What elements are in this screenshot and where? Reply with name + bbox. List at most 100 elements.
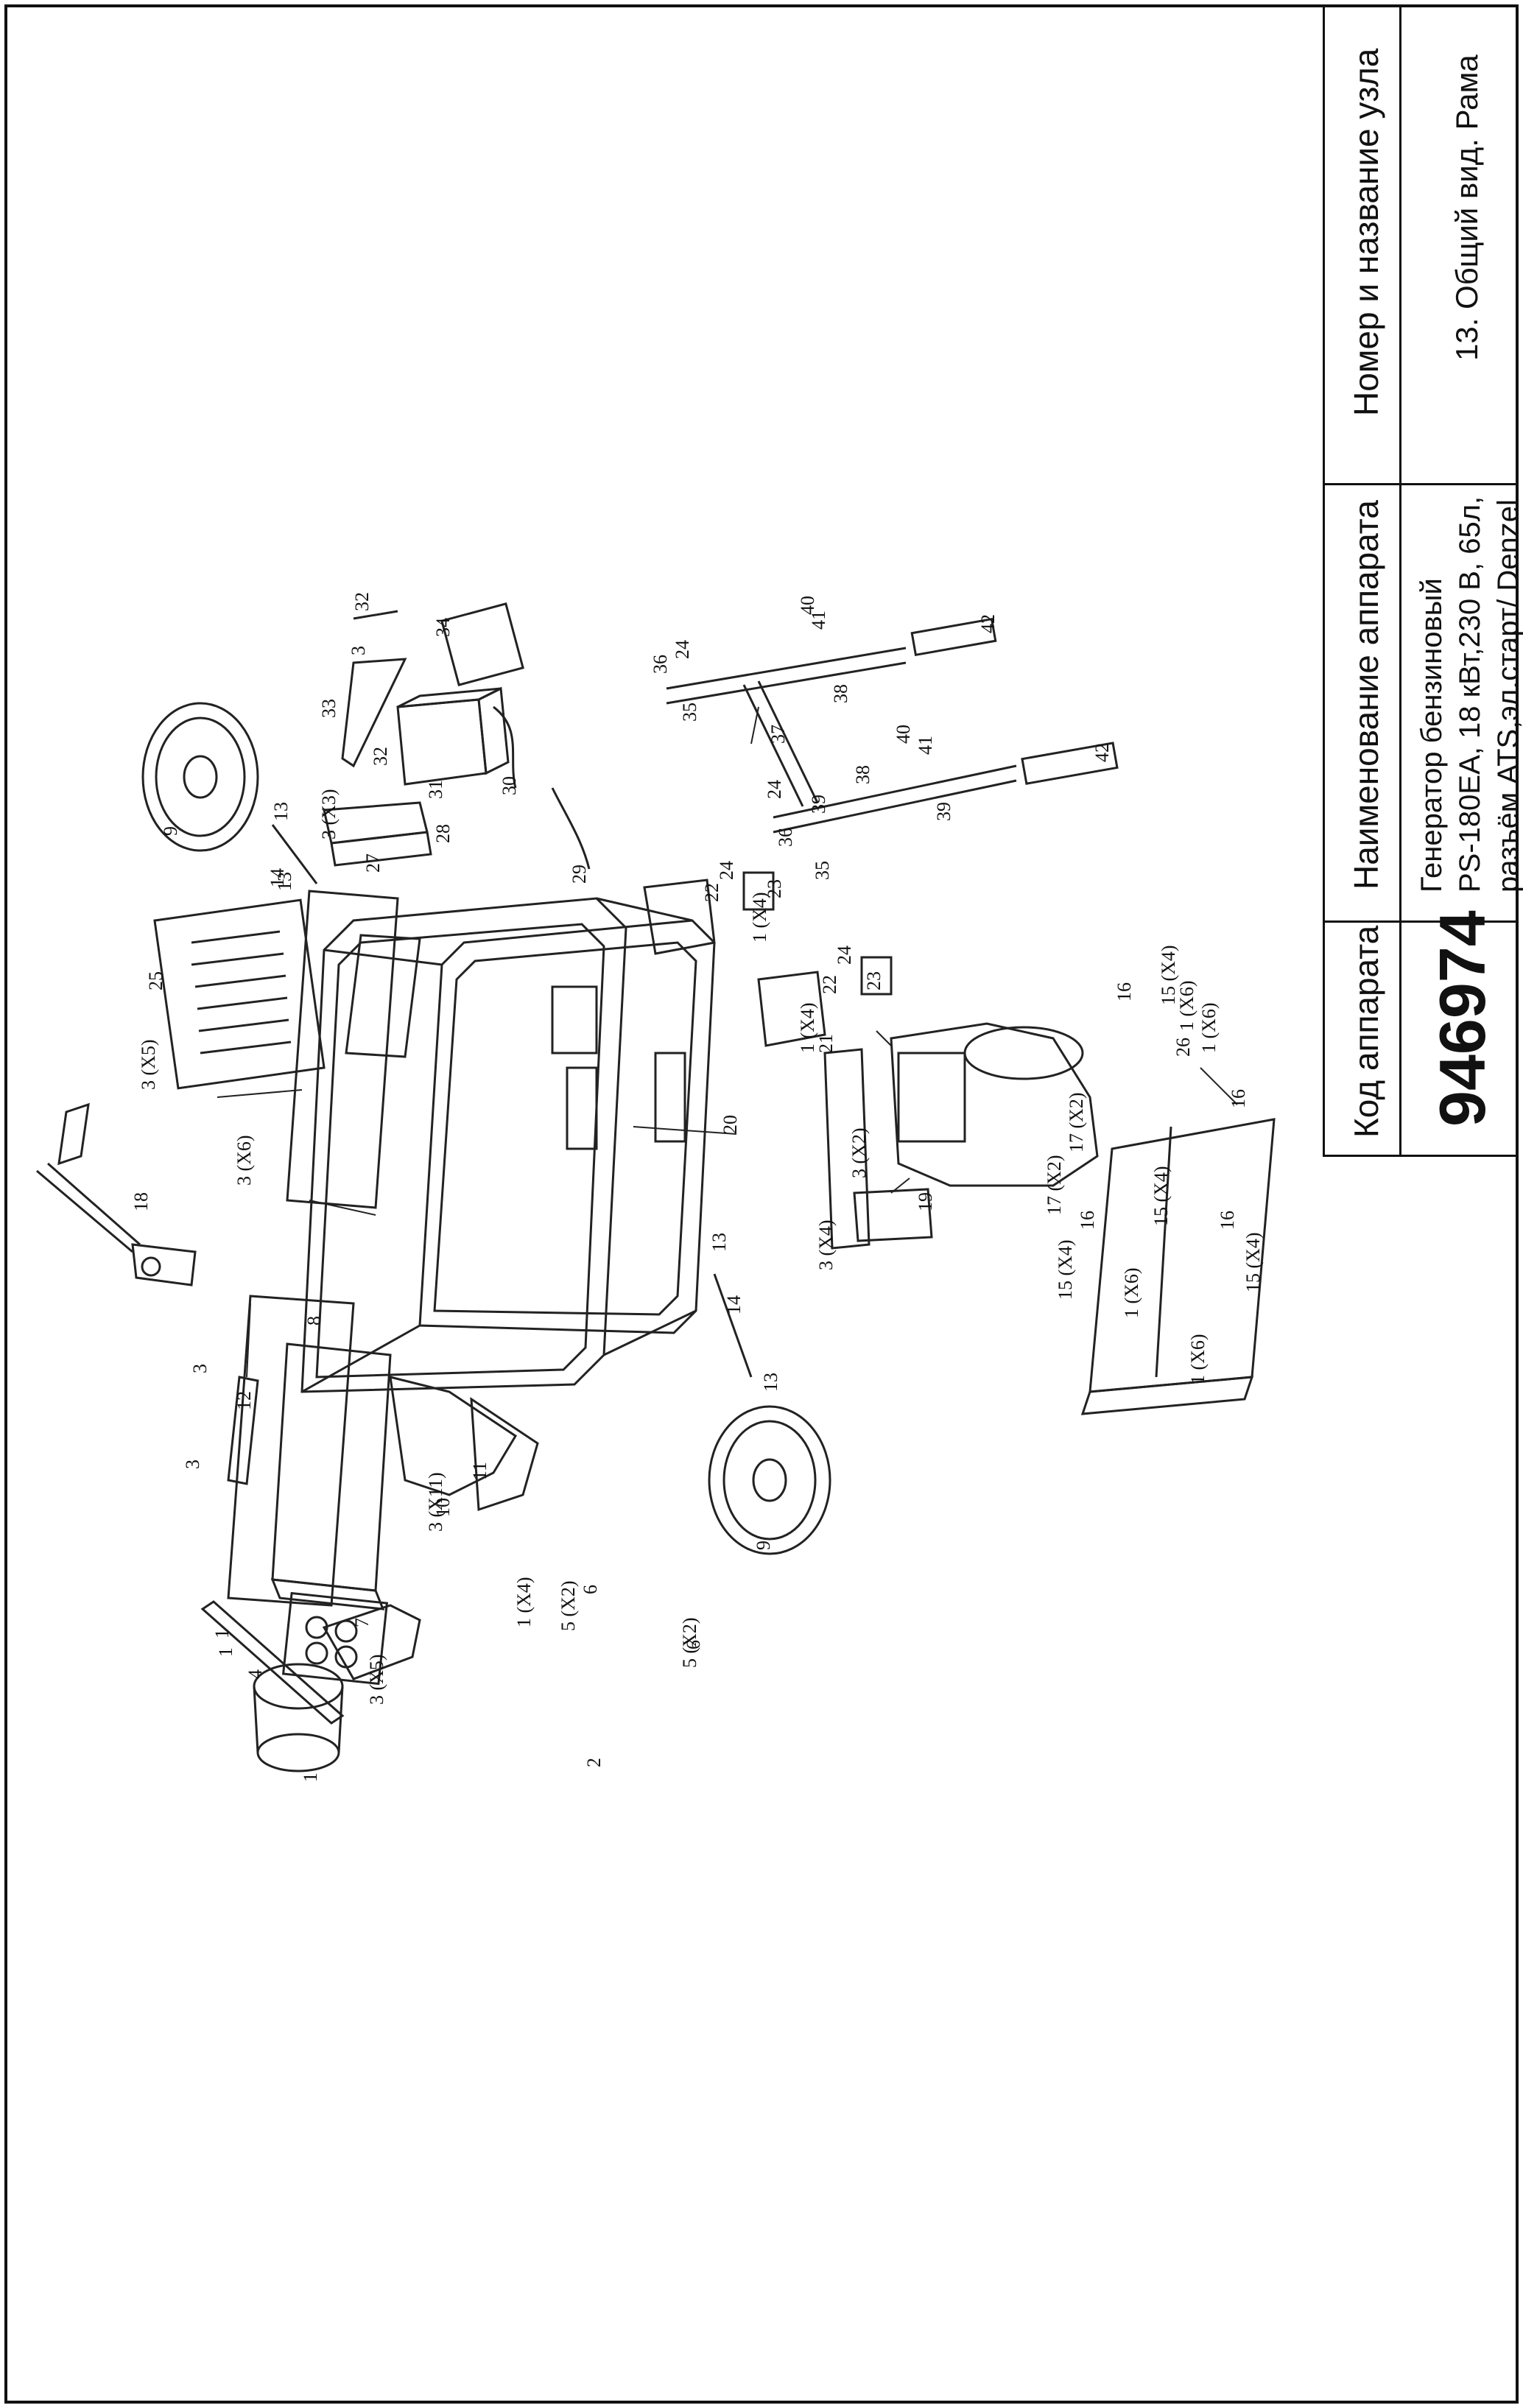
callout-label: 1 (X4) [749, 892, 770, 943]
handle-18 [36, 1102, 197, 1286]
callout-label: 20 [720, 1115, 741, 1134]
callout-label: 1 (X6) [1198, 1002, 1220, 1053]
callout-label: 38 [852, 765, 873, 784]
callout-label: 2 [583, 1758, 605, 1767]
callout-label: 14 [723, 1295, 745, 1314]
callout-label: 12 [233, 1391, 255, 1410]
callout-label: 15 (X4) [1055, 1239, 1076, 1300]
node-header: Номер и название узла [1347, 48, 1385, 416]
node-value: 13. Общий вид. Рама [1449, 54, 1484, 361]
engine [890, 1022, 1099, 1187]
callout-label: 18 [130, 1192, 152, 1211]
handle-assembly-37 [666, 617, 1119, 834]
callout-label: 3 (X4) [815, 1219, 837, 1270]
callout-label: 22 [819, 975, 840, 994]
callout-label: 23 [863, 971, 884, 990]
callout-label: 23 [764, 879, 785, 898]
main-frame [300, 897, 716, 1393]
callout-label: 13 [270, 802, 292, 821]
callout-label: 17 (X2) [1044, 1155, 1065, 1215]
callout-label: 11 [469, 1462, 490, 1480]
panel-8 [270, 1342, 392, 1610]
side-panel-25 [153, 898, 326, 1090]
exploded-view-drawing: 111 (X4)1 (X4)1 (X4)1 (X6)1 (X6)1 (X6)1 … [36, 592, 1276, 1782]
callout-label: 1 [211, 1629, 233, 1638]
callout-label: 34 [432, 618, 454, 637]
foot-2 [253, 1604, 421, 1772]
bracket-33 [341, 658, 407, 768]
callout-label: 13 [274, 872, 295, 891]
callout-label: 31 [425, 780, 446, 799]
callout-label: 1 [300, 1772, 321, 1782]
callout-label: 14 [267, 868, 288, 887]
base-plates [227, 890, 421, 1607]
sheet-frame [4, 4, 1519, 2404]
callout-label: 35 [812, 861, 833, 880]
callout-label: 19 [915, 1192, 936, 1211]
cover-34 [440, 602, 524, 686]
axle-14-bottom [713, 1273, 753, 1378]
part-19 [853, 1188, 933, 1242]
cable-30 [493, 705, 517, 789]
callout-label: 3 (X6) [233, 1135, 255, 1186]
callout-label: 35 [679, 703, 700, 722]
callout-label: 42 [1091, 743, 1113, 762]
leader-lines [217, 706, 1238, 1378]
callout-label: 29 [569, 865, 590, 884]
callout-label: 16 [1228, 1089, 1249, 1108]
callout-label: 21 [815, 1034, 837, 1053]
wheel-9-top [141, 702, 259, 852]
callout-label: 3 (X11) [425, 1472, 446, 1532]
callout-label: 17 (X2) [1066, 1092, 1087, 1152]
mounting-base-26 [1080, 1118, 1276, 1415]
callout-label: 1 [215, 1647, 236, 1657]
cable-29 [551, 787, 591, 870]
callout-label: 16 [1114, 982, 1135, 1001]
code-value: 946974 [1426, 910, 1499, 1127]
callout-label: 36 [775, 828, 796, 847]
callout-label: 3 (X2) [848, 1127, 870, 1178]
name-value: Генератор бензиновый PS-180EA, 18 кВт,23… [1413, 496, 1523, 893]
callout-label: 1 (X6) [1121, 1267, 1142, 1318]
callout-label: 25 [145, 971, 166, 990]
callout-label: 33 [318, 699, 340, 718]
callout-label: 1 (X6) [1176, 980, 1197, 1031]
callout-label: 6 [580, 1585, 601, 1594]
callout-label: 24 [672, 640, 693, 659]
callout-label: 22 [701, 883, 722, 902]
callout-label: 26 [1172, 1038, 1194, 1057]
callout-label: 10 [432, 1498, 454, 1517]
callout-label: 39 [933, 802, 954, 821]
callout-label: 9 [753, 1541, 774, 1550]
title-block-divider-h2 [1323, 920, 1519, 923]
callout-label: 24 [716, 861, 737, 880]
callout-label: 32 [370, 747, 391, 766]
callout-label: 16 [1217, 1211, 1238, 1230]
callout-label: 9 [160, 826, 181, 836]
callout-label: 41 [808, 610, 829, 630]
callout-label: 7 [351, 1618, 373, 1627]
callout-label: 3 [348, 646, 369, 655]
callout-label: 3 (X5) [366, 1654, 387, 1705]
callout-label: 38 [830, 684, 851, 703]
callout-label: 13 [760, 1373, 781, 1392]
callout-label: 30 [499, 776, 520, 795]
callout-label: 36 [650, 655, 671, 674]
callout-label: 8 [303, 1316, 325, 1326]
callout-label: 32 [351, 592, 373, 611]
callout-label: 13 [708, 1233, 730, 1252]
callout-label: 16 [1077, 1211, 1098, 1230]
callout-label: 3 [182, 1460, 203, 1469]
name-header: Наименование аппарата [1347, 500, 1385, 890]
callout-label: 40 [893, 725, 914, 744]
callout-label: 15 (X4) [1150, 1166, 1172, 1226]
callout-label: 42 [977, 614, 999, 633]
name-line-1: Генератор бензиновый [1415, 578, 1448, 893]
rail-4 [200, 1600, 345, 1725]
callout-label: 15 (X4) [1242, 1232, 1264, 1292]
code-header: Код аппарата [1347, 925, 1385, 1138]
callout-label: 5 (X2) [558, 1580, 579, 1631]
axle-14-top [271, 824, 318, 884]
callout-label: 15 (X4) [1158, 945, 1179, 1005]
